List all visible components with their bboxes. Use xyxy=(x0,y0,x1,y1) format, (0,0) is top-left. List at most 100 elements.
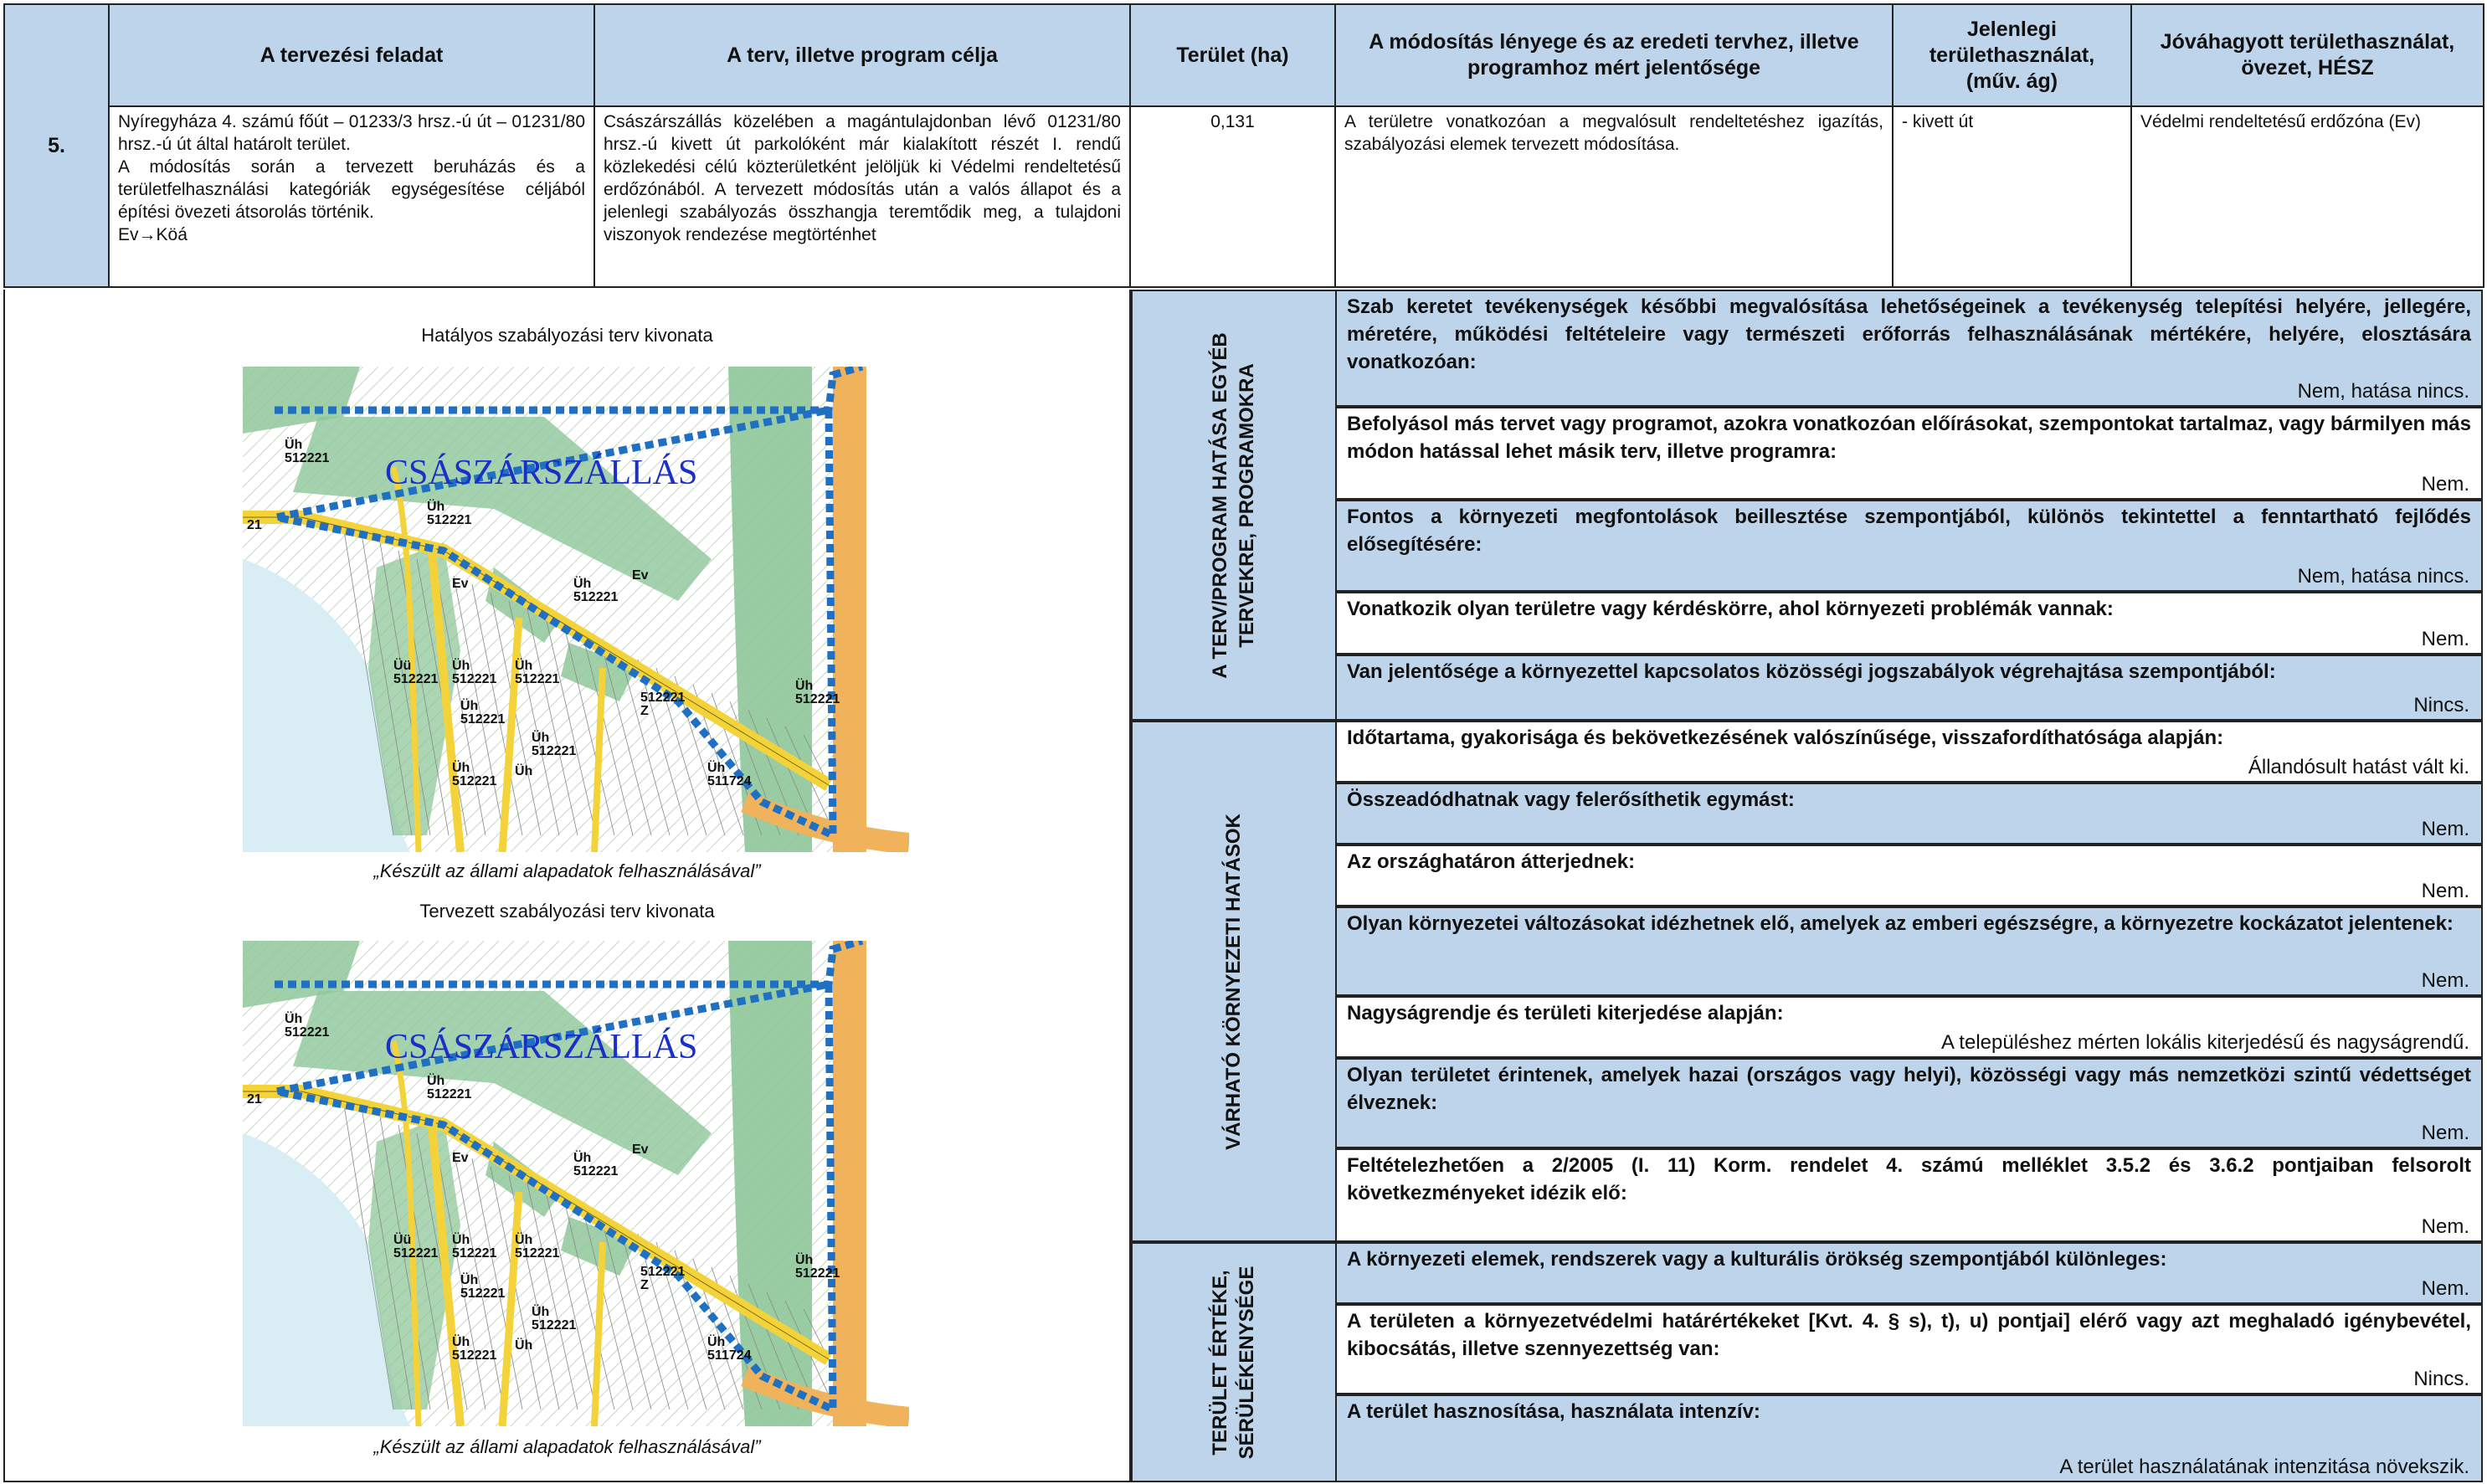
zone-label: 512221 xyxy=(573,590,618,604)
assessment-question: Időtartama, gyakorisága és bekövetkezésé… xyxy=(1347,727,2224,749)
zone-label: Üh xyxy=(452,1333,470,1349)
assessment-answer: Állandósult hatást vált ki. xyxy=(2248,756,2469,778)
assessment-question: Fontos a környezeti megfontolások beille… xyxy=(1347,506,2471,556)
zone-label: Üh xyxy=(515,763,532,778)
zone-label: 512221 xyxy=(393,672,438,686)
assessment-question: Az országhatáron átterjednek: xyxy=(1347,850,1636,873)
zone-label: Üh xyxy=(573,1149,591,1165)
assessment-item: Vonatkozik olyan területre vagy kérdéskö… xyxy=(1337,592,2483,655)
zone-label: 512221 xyxy=(452,774,496,788)
assessment-answer: Nem. xyxy=(2421,1122,2469,1144)
map-title-planned: Tervezett szabályozási terv kivonata xyxy=(419,901,715,922)
assessment-question: Olyan területet érintenek, amelyek hazai… xyxy=(1347,1064,2471,1114)
place-name-label: CSÁSZÁRSZÁLLÁS xyxy=(385,1027,697,1066)
zone-label: Ev xyxy=(452,577,469,591)
assessment-panel: A TERV/PROGRAM HATÁSA EGYÉB TERVEKRE, PR… xyxy=(1131,290,2483,1482)
assessment-item: A környezeti elemek, rendszerek vagy a k… xyxy=(1337,1242,2483,1304)
assessment-question: A környezeti elemek, rendszerek vagy a k… xyxy=(1347,1248,2167,1271)
assessment-question: Szab keretet tevékenységek későbbi megva… xyxy=(1347,295,2471,373)
assessment-question: Olyan környezetei változásokat idézhetne… xyxy=(1347,912,2454,935)
zone-label: Üü xyxy=(393,657,411,673)
map-title-current: Hatályos szabályozási terv kivonata xyxy=(421,325,713,346)
zone-label: Üh xyxy=(460,697,478,713)
category-label: A TERV/PROGRAM HATÁSA EGYÉB TERVEKRE, PR… xyxy=(1131,290,1337,721)
zone-label: Üh xyxy=(515,1231,532,1247)
assessment-item: Szab keretet tevékenységek későbbi megva… xyxy=(1337,290,2483,407)
category-text: TERÜLET ÉRTÉKE, SÉRÜLÉKENYSÉGE xyxy=(1209,1266,1258,1459)
zone-label: 512221 xyxy=(393,1246,438,1261)
zone-label: 512221 xyxy=(515,672,559,686)
assessment-answer: Nem, hatása nincs. xyxy=(2297,380,2469,403)
assessment-question: Feltételezhetően a 2/2005 (I. 11) Korm. … xyxy=(1347,1154,2471,1204)
map-caption-planned: „Készült az állami alapadatok felhasznál… xyxy=(373,1436,761,1457)
zone-label: 512221 xyxy=(795,692,840,706)
zone-label: 512221 xyxy=(573,1164,618,1178)
zone-label: 512221 xyxy=(515,1246,559,1261)
assessment-item: Nagyságrendje és területi kiterjedése al… xyxy=(1337,996,2483,1058)
zone-label: Üh xyxy=(452,657,470,673)
assessment-question: Összeadódhatnak vagy felerősíthetik egym… xyxy=(1347,788,1795,811)
assessment-item: Van jelentősége a környezettel kapcsolat… xyxy=(1337,655,2483,721)
zone-label: Üh xyxy=(452,1231,470,1247)
assessment-answer: Nem. xyxy=(2421,473,2469,496)
zone-label: 512221 xyxy=(460,712,505,727)
zone-label: Üh xyxy=(795,1251,813,1267)
zone-label: Ev xyxy=(632,568,649,583)
header-jelenlegi: Jelenlegi területhasználat, (műv. ág) xyxy=(1892,3,2132,107)
header-jovahagyott: Jóváhagyott területhasználat, övezet, HÉ… xyxy=(2130,3,2484,107)
category-text: VÁRHATÓ KÖRNYEZETI HATÁSOK xyxy=(1222,813,1245,1150)
zone-label: Üh xyxy=(427,498,444,514)
assessment-answer: Nem. xyxy=(2421,1277,2469,1300)
zone-label: 512221 xyxy=(532,1318,576,1333)
assessment-item: A területen a környezetvédelmi határérté… xyxy=(1337,1304,2483,1394)
assessment-item: A terület hasznosítása, használata inten… xyxy=(1337,1394,2483,1482)
zone-label: Üü xyxy=(393,1231,411,1247)
assessment-item: Az országhatáron átterjednek: Nem. xyxy=(1337,845,2483,906)
assessment-answer: Nem. xyxy=(2421,818,2469,840)
assessment-question: Befolyásol más tervet vagy programot, az… xyxy=(1347,413,2471,463)
zone-label: Üh xyxy=(573,575,591,591)
assessment-item: Feltételezhetően a 2/2005 (I. 11) Korm. … xyxy=(1337,1148,2483,1242)
header-terulet: Terület (ha) xyxy=(1129,3,1336,107)
assessment-answer: Nem. xyxy=(2421,969,2469,992)
cell-jelenlegi: - kivett út xyxy=(1892,105,2132,288)
header-feladat: A tervezési feladat xyxy=(108,3,595,107)
zone-label: 21 xyxy=(247,518,262,532)
zone-label: 512221 xyxy=(452,1246,496,1261)
zone-label: 512221 xyxy=(285,451,329,465)
zone-label: Üh xyxy=(532,729,549,745)
zone-label: Ev xyxy=(632,1143,649,1157)
zone-label: Üh xyxy=(795,677,813,693)
table-row: Nyíregyháza 4. számú főút – 01233/3 hrsz… xyxy=(4,105,2484,288)
category-label: VÁRHATÓ KÖRNYEZETI HATÁSOK xyxy=(1131,721,1337,1242)
assessment-item: Befolyásol más tervet vagy programot, az… xyxy=(1337,407,2483,500)
zone-label: Üh xyxy=(707,759,725,775)
assessment-question: Van jelentősége a környezettel kapcsolat… xyxy=(1347,660,2276,683)
assessment-item: Olyan környezetei változásokat idézhetne… xyxy=(1337,906,2483,996)
cell-jovahagyott: Védelmi rendeltetésű erdőzóna (Ev) xyxy=(2130,105,2484,288)
zone-label: Z xyxy=(640,1278,649,1292)
zone-label: 511724 xyxy=(707,774,752,788)
zone-label: Üh xyxy=(452,759,470,775)
zone-label: 512221 xyxy=(460,1286,505,1301)
assessment-question: A területen a környezetvédelmi határérté… xyxy=(1347,1310,2471,1360)
assessment-answer: Nem. xyxy=(2421,880,2469,902)
zone-label: Üh xyxy=(707,1333,725,1349)
zone-label: Üh xyxy=(285,1010,302,1026)
assessment-answer: Nincs. xyxy=(2413,694,2469,716)
zone-label: Üh xyxy=(532,1303,549,1319)
cell-feladat: Nyíregyháza 4. számú főút – 01233/3 hrsz… xyxy=(108,105,595,288)
assessment-question: Vonatkozik olyan területre vagy kérdéskö… xyxy=(1347,598,2114,620)
assessment-answer: A terület használatának intenzitása növe… xyxy=(2059,1456,2469,1478)
assessment-question: Nagyságrendje és területi kiterjedése al… xyxy=(1347,1002,1784,1024)
zone-label: 512221 xyxy=(427,1087,471,1101)
assessment-answer: A településhez mérten lokális kiterjedés… xyxy=(1940,1031,2469,1054)
category-text: A TERV/PROGRAM HATÁSA EGYÉB TERVEKRE, PR… xyxy=(1209,331,1258,679)
zone-label: Ev xyxy=(452,1151,469,1165)
header-cel: A terv, illetve program célja xyxy=(593,3,1131,107)
assessment-item: Időtartama, gyakorisága és bekövetkezésé… xyxy=(1337,721,2483,783)
maps-panel: Hatályos szabályozási terv kivonata CSÁS… xyxy=(3,290,1131,1482)
assessment-answer: Nem. xyxy=(2421,628,2469,650)
